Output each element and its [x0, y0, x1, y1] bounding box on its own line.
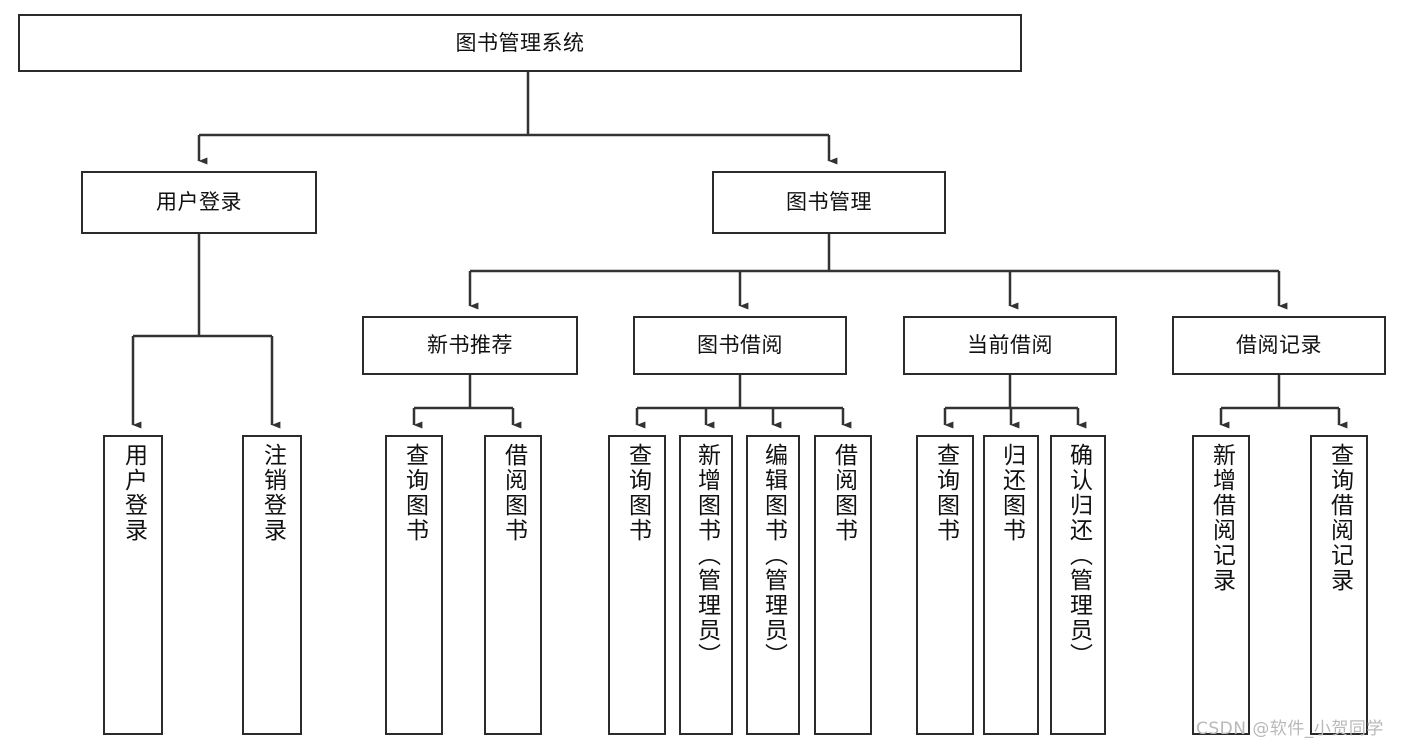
- node-leaf_add_book[interactable]: 新增图书（管理员）: [679, 435, 733, 735]
- node-leaf_borrow_books_1[interactable]: 借阅图书: [484, 435, 542, 735]
- node-book_mgmt-label: 图书管理: [786, 190, 872, 215]
- node-user_login-label: 用户登录: [156, 190, 242, 215]
- node-book_mgmt[interactable]: 图书管理: [712, 171, 946, 234]
- node-leaf_user_login[interactable]: 用户登录: [103, 435, 163, 735]
- node-leaf_add_book-label: 新增图书（管理员）: [693, 443, 720, 668]
- node-current_borrow-label: 当前借阅: [967, 333, 1053, 358]
- node-leaf_user_login-label: 用户登录: [120, 443, 147, 543]
- node-leaf_query_books_2-label: 查询图书: [624, 443, 651, 543]
- node-book_borrow[interactable]: 图书借阅: [633, 316, 847, 375]
- node-leaf_query_books_1-label: 查询图书: [401, 443, 428, 543]
- node-leaf_query_books_3[interactable]: 查询图书: [916, 435, 974, 735]
- node-book_borrow-label: 图书借阅: [697, 333, 783, 358]
- node-leaf_query_books_1[interactable]: 查询图书: [385, 435, 443, 735]
- node-borrow_record[interactable]: 借阅记录: [1172, 316, 1386, 375]
- node-leaf_borrow_books_2[interactable]: 借阅图书: [814, 435, 872, 735]
- node-new_book_rec[interactable]: 新书推荐: [362, 316, 578, 375]
- node-current_borrow[interactable]: 当前借阅: [903, 316, 1117, 375]
- node-new_book_rec-label: 新书推荐: [427, 333, 513, 358]
- node-leaf_return_book-label: 归还图书: [998, 443, 1025, 543]
- node-leaf_query_record[interactable]: 查询借阅记录: [1310, 435, 1368, 735]
- node-leaf_logout[interactable]: 注销登录: [242, 435, 302, 735]
- node-leaf_logout-label: 注销登录: [259, 443, 286, 543]
- watermark: CSDN @软件_小贺同学: [1196, 719, 1384, 739]
- node-leaf_edit_book[interactable]: 编辑图书（管理员）: [746, 435, 800, 735]
- node-leaf_query_record-label: 查询借阅记录: [1326, 443, 1353, 593]
- node-leaf_query_books_2[interactable]: 查询图书: [608, 435, 666, 735]
- node-leaf_borrow_books_2-label: 借阅图书: [830, 443, 857, 543]
- node-leaf_add_record[interactable]: 新增借阅记录: [1192, 435, 1250, 735]
- node-leaf_confirm_return-label: 确认归还（管理员）: [1065, 443, 1092, 668]
- node-leaf_edit_book-label: 编辑图书（管理员）: [760, 443, 787, 668]
- node-leaf_borrow_books_1-label: 借阅图书: [500, 443, 527, 543]
- node-root-label: 图书管理系统: [455, 30, 585, 55]
- node-leaf_add_record-label: 新增借阅记录: [1208, 443, 1235, 593]
- node-user_login[interactable]: 用户登录: [81, 171, 317, 234]
- node-leaf_return_book[interactable]: 归还图书: [983, 435, 1039, 735]
- node-root[interactable]: 图书管理系统: [18, 14, 1022, 72]
- node-leaf_query_books_3-label: 查询图书: [932, 443, 959, 543]
- node-leaf_confirm_return[interactable]: 确认归还（管理员）: [1050, 435, 1106, 735]
- node-borrow_record-label: 借阅记录: [1236, 333, 1322, 358]
